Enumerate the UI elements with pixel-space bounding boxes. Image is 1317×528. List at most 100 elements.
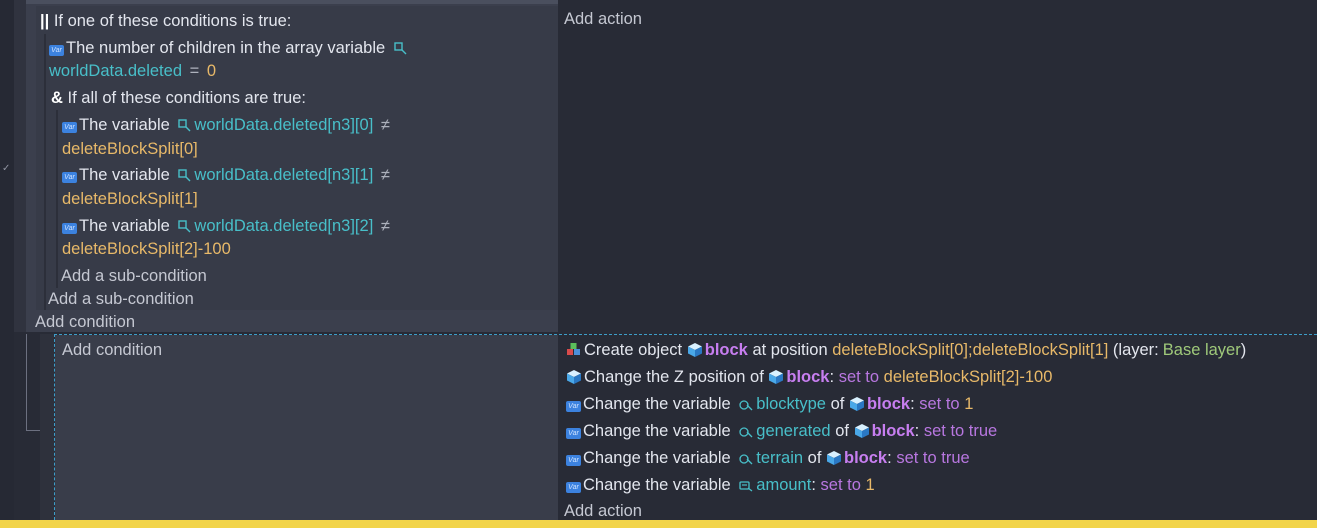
add-action-link-top[interactable]: Add action bbox=[564, 10, 642, 28]
object-name: block bbox=[844, 449, 888, 467]
action-create-object[interactable]: Create object block at position deleteBl… bbox=[566, 339, 1246, 361]
condition-text: The variable bbox=[79, 217, 170, 235]
sub-condition-3-value[interactable]: deleteBlockSplit[2]-100 bbox=[62, 240, 231, 258]
top-actions-panel[interactable] bbox=[558, 0, 1317, 332]
variable-name: worldData.deleted[n3][1] bbox=[194, 166, 374, 184]
position-value: deleteBlockSplit[0];deleteBlockSplit[1] bbox=[832, 341, 1109, 359]
or-condition-panel[interactable] bbox=[36, 6, 558, 310]
subevent-conditions-panel[interactable] bbox=[55, 335, 558, 520]
collapse-arrow-icon[interactable]: ✓ bbox=[2, 163, 11, 174]
object-variable-icon bbox=[739, 400, 753, 411]
event-selection-strip bbox=[14, 0, 26, 332]
of-text: of bbox=[835, 422, 849, 440]
variable-icon: Var bbox=[49, 45, 64, 56]
array-variable-icon bbox=[178, 119, 191, 132]
operator: ≠ bbox=[380, 166, 390, 184]
scene-variable-icon bbox=[739, 481, 753, 492]
object-name: block bbox=[866, 395, 911, 413]
value: 1 bbox=[964, 395, 974, 413]
variable-icon: Var bbox=[566, 401, 581, 412]
operator: ≠ bbox=[380, 217, 390, 235]
condition-children-count-cont[interactable]: worldData.deleted = 0 bbox=[49, 60, 216, 82]
sub-condition-1-value[interactable]: deleteBlockSplit[0] bbox=[62, 140, 198, 158]
or-header-text: If one of these conditions is true: bbox=[53, 12, 292, 30]
object-name: block bbox=[786, 368, 830, 386]
action-text: Change the variable bbox=[583, 395, 731, 413]
object-name: block bbox=[704, 341, 748, 359]
action-text: Change the variable bbox=[583, 422, 731, 440]
event-gutter bbox=[0, 0, 14, 520]
and-children-rail bbox=[56, 110, 58, 288]
action-text: Create object bbox=[584, 341, 683, 359]
and-symbol: & bbox=[51, 89, 63, 107]
add-condition-link[interactable]: Add condition bbox=[35, 313, 135, 331]
of-text: of bbox=[830, 395, 845, 413]
layer-close: ) bbox=[1240, 341, 1247, 359]
sub-condition-2-value[interactable]: deleteBlockSplit[1] bbox=[62, 190, 198, 208]
variable-name: worldData.deleted[n3][2] bbox=[194, 217, 374, 235]
and-condition-header[interactable]: & If all of these conditions are true: bbox=[51, 87, 306, 109]
add-condition-link-subevent[interactable]: Add condition bbox=[62, 341, 162, 359]
layer-open: (layer: bbox=[1112, 341, 1159, 359]
tree-line-vertical bbox=[26, 334, 27, 430]
operation: set to true bbox=[896, 449, 970, 467]
variable-name: blocktype bbox=[756, 395, 826, 413]
operation: set to bbox=[820, 476, 861, 494]
subevent-gutter bbox=[40, 334, 54, 520]
action-text: Change the Z position of bbox=[584, 368, 764, 386]
colon: : bbox=[914, 422, 920, 440]
variable-name: generated bbox=[756, 422, 831, 440]
object-cube-icon bbox=[849, 397, 864, 411]
of-text: of bbox=[807, 449, 822, 467]
colon: : bbox=[829, 368, 835, 386]
condition-text: The variable bbox=[79, 166, 170, 184]
variable-icon: Var bbox=[566, 455, 581, 466]
add-action-link-subevent[interactable]: Add action bbox=[564, 502, 642, 520]
variable-icon: Var bbox=[566, 428, 581, 439]
variable-name: worldData.deleted[n3][0] bbox=[194, 116, 374, 134]
or-condition-header[interactable]: || If one of these conditions is true: bbox=[40, 10, 291, 32]
value: deleteBlockSplit[2]-100 bbox=[883, 368, 1053, 386]
variable-icon: Var bbox=[62, 122, 77, 133]
object-cube-icon bbox=[854, 424, 869, 438]
operation: set to true bbox=[923, 422, 998, 440]
value: 1 bbox=[865, 476, 875, 494]
add-sub-condition-outer-link[interactable]: Add a sub-condition bbox=[48, 290, 194, 308]
and-header-text: If all of these conditions are true: bbox=[67, 89, 306, 107]
operation: set to bbox=[838, 368, 880, 386]
variable-name: amount bbox=[756, 476, 812, 494]
variable-icon: Var bbox=[62, 223, 77, 234]
action-text: Change the variable bbox=[583, 449, 731, 467]
action-change-z-position[interactable]: Change the Z position of block: set to d… bbox=[566, 366, 1052, 388]
object-variable-icon bbox=[739, 427, 753, 438]
action-text: at position bbox=[752, 341, 828, 359]
array-variable-icon bbox=[394, 42, 407, 55]
operation: set to bbox=[919, 395, 960, 413]
operator: ≠ bbox=[380, 116, 390, 134]
object-cube-icon bbox=[687, 343, 702, 357]
variable-name: worldData.deleted bbox=[49, 62, 182, 80]
tree-line-horizontal bbox=[26, 430, 40, 431]
action-text: Change the variable bbox=[583, 476, 731, 494]
z-position-cube-icon bbox=[567, 370, 581, 384]
variable-icon: Var bbox=[566, 482, 581, 493]
object-cube-icon bbox=[827, 451, 842, 465]
or-children-rail bbox=[44, 34, 46, 310]
condition-value: 0 bbox=[206, 62, 217, 80]
operator: = bbox=[189, 62, 200, 80]
variable-icon: Var bbox=[62, 172, 77, 183]
create-object-icon bbox=[567, 343, 580, 355]
add-sub-condition-inner-link[interactable]: Add a sub-condition bbox=[61, 267, 207, 285]
colon: : bbox=[887, 449, 892, 467]
array-variable-icon bbox=[178, 220, 191, 233]
or-symbol: || bbox=[40, 12, 50, 30]
colon: : bbox=[811, 476, 816, 494]
